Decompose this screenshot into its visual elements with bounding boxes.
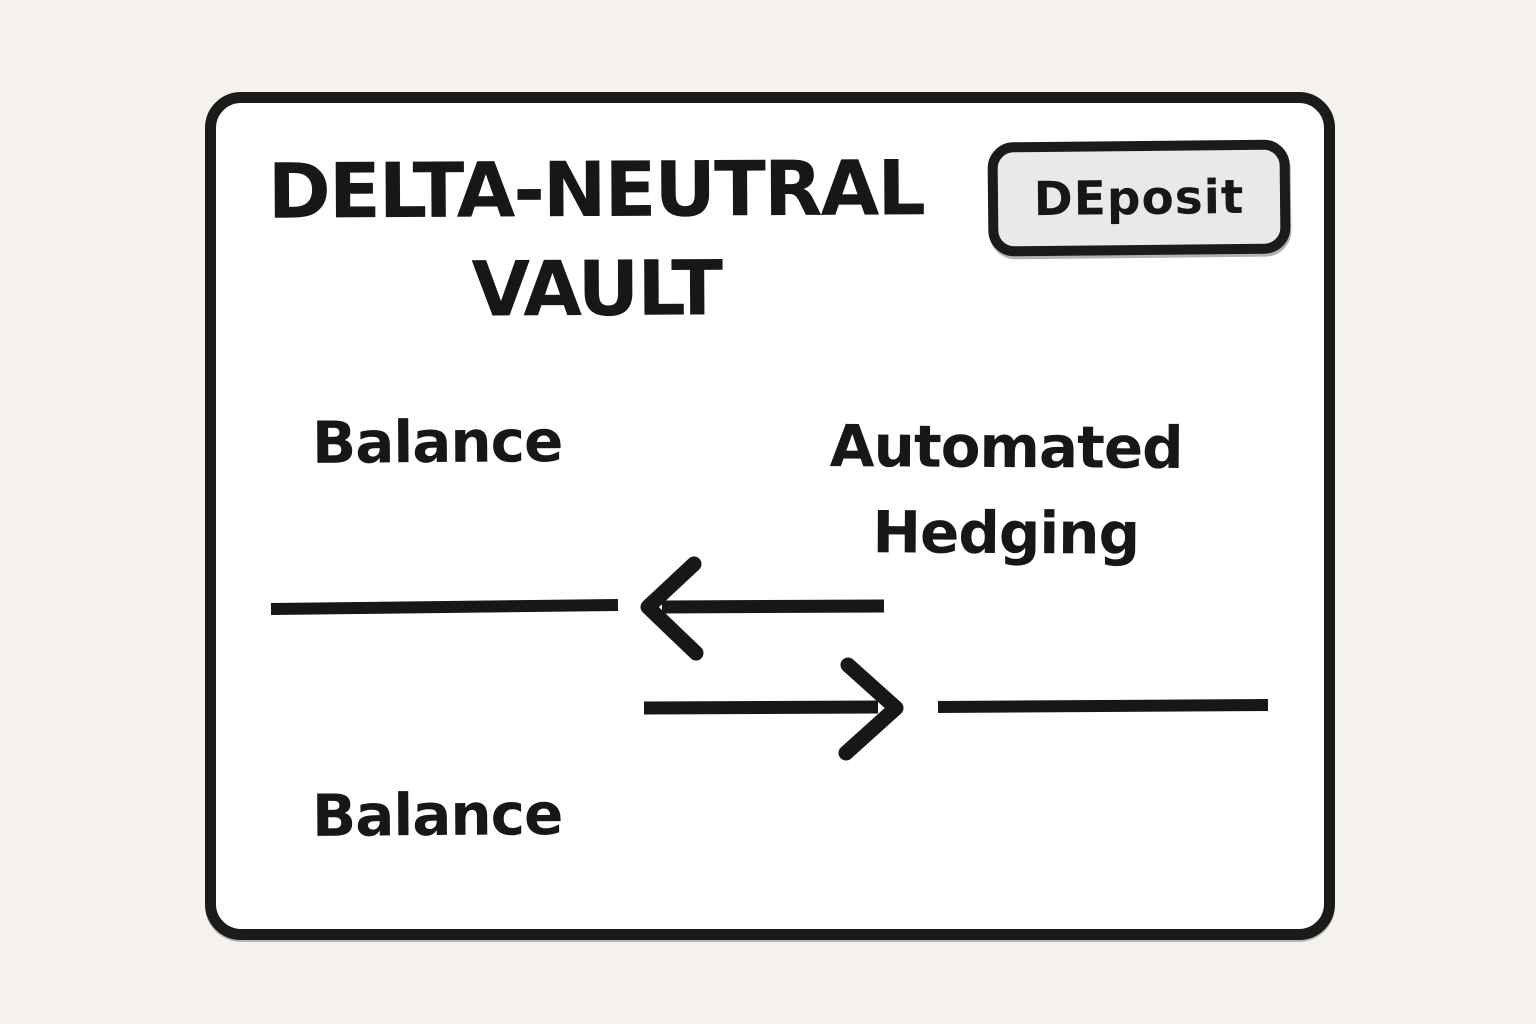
vault-title-line1: DELTA-NEUTRAL: [267, 143, 924, 236]
balance-top-line: [270, 599, 619, 615]
arrow-left-shaft: [661, 599, 885, 614]
automated-hedging-label: Automated Hedging: [771, 404, 1242, 578]
automated-hedging-line1: Automated: [829, 412, 1183, 482]
balance-bottom-label: Balance: [311, 780, 563, 850]
arrow-right-head-icon: [838, 657, 904, 761]
automated-hedging-line2: Hedging: [872, 498, 1140, 568]
hedging-line: [937, 699, 1269, 713]
vault-card: DELTA-NEUTRAL VAULT DEposit Balance Auto…: [205, 92, 1335, 940]
balance-top-label: Balance: [311, 407, 563, 477]
arrow-left-head-icon: [640, 556, 704, 661]
vault-title-line2: VAULT: [471, 243, 722, 334]
arrow-right-shaft: [643, 700, 879, 715]
deposit-button-label: DEposit: [1033, 169, 1245, 227]
vault-title: DELTA-NEUTRAL VAULT: [245, 139, 946, 340]
deposit-button[interactable]: DEposit: [987, 139, 1291, 257]
